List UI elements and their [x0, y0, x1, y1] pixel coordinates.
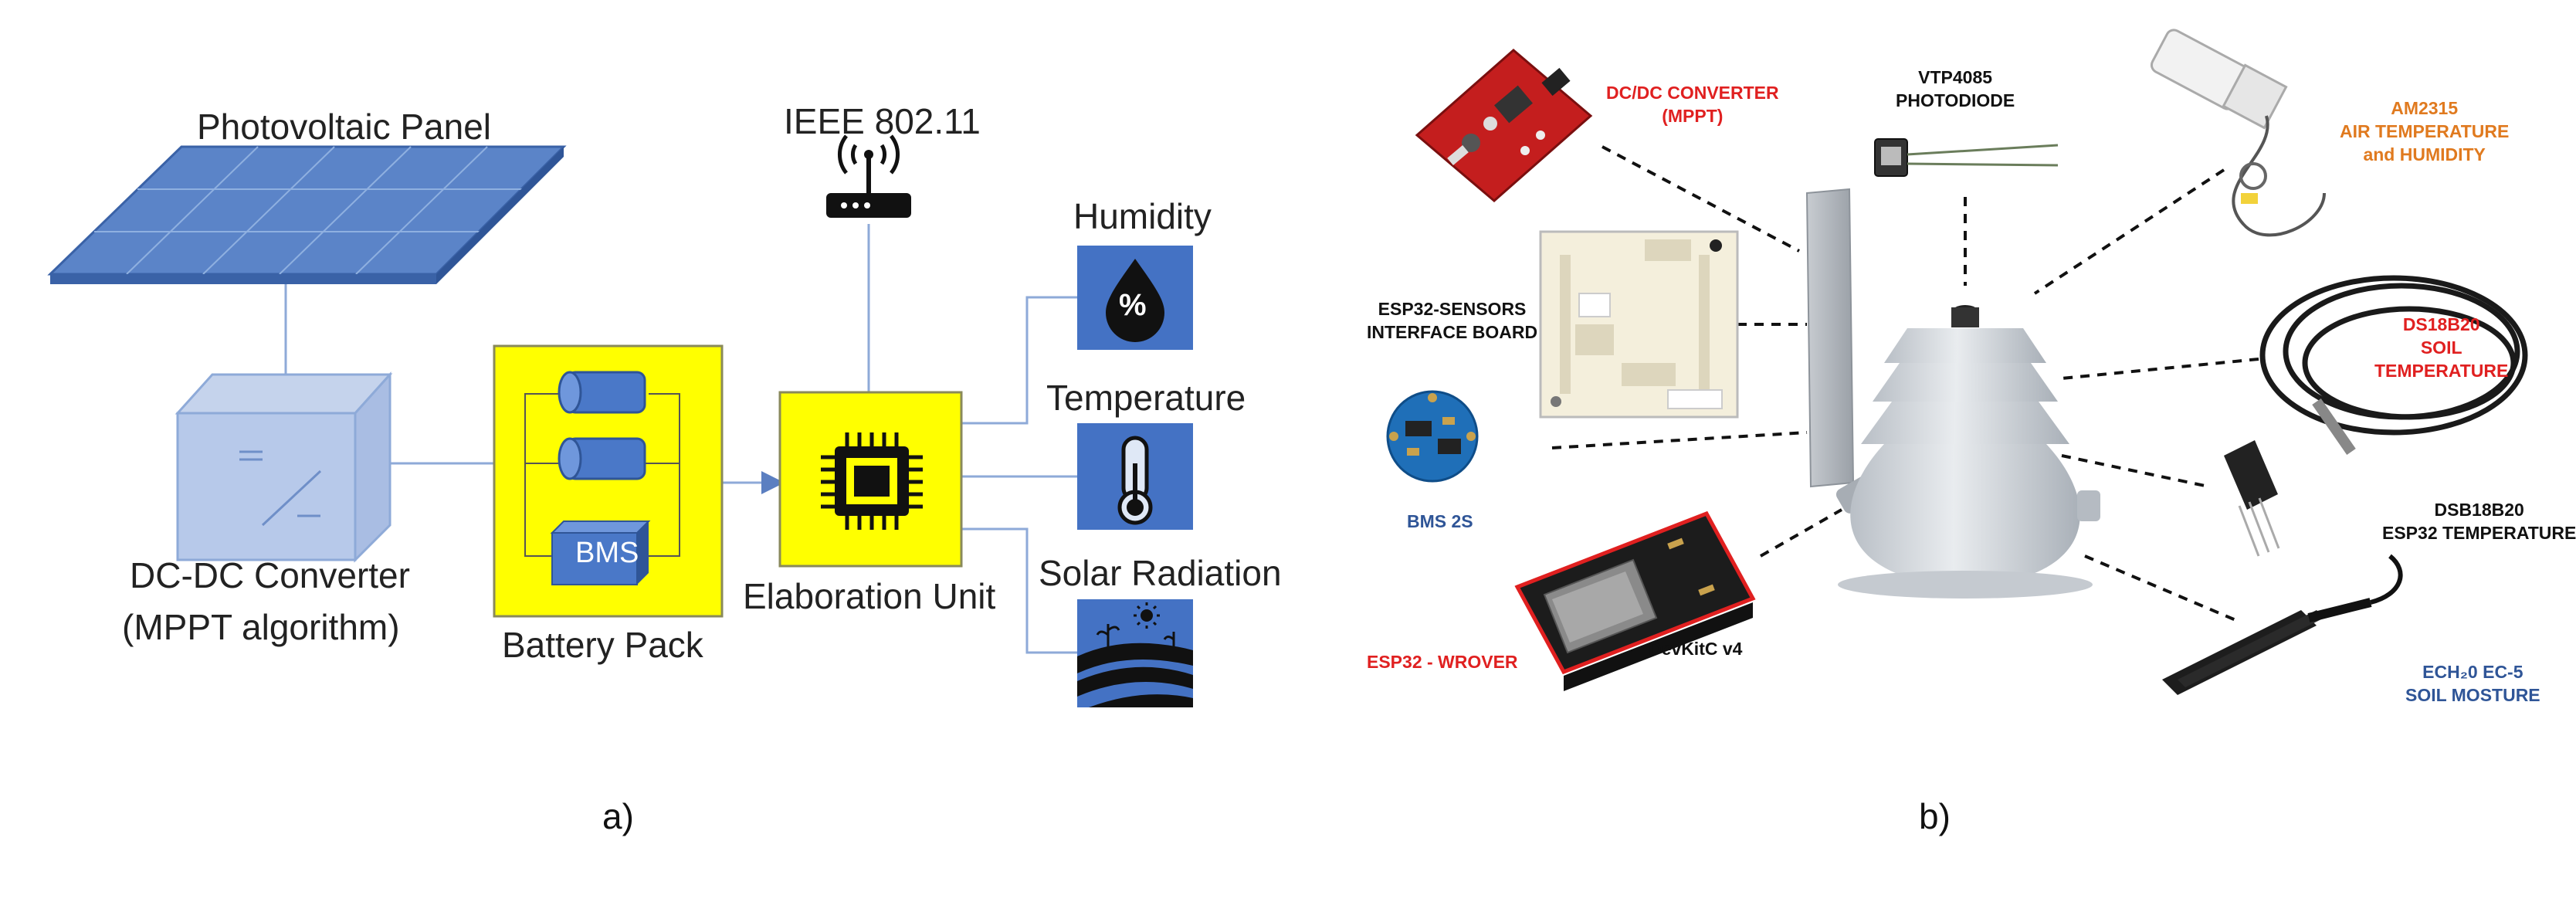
component-connectors: [1551, 145, 2259, 623]
bms-2s-label: BMS 2S: [1407, 511, 1473, 531]
dcdc-board-mppt-label: (MPPT): [1662, 106, 1724, 126]
dsb18b20-model-label: DSB18B20: [2434, 500, 2524, 520]
bms-board: [1386, 390, 1479, 483]
battery-pack-label: Battery Pack: [502, 625, 703, 665]
ds18b20-model-label: DS18B20: [2402, 314, 2480, 334]
weather-station: [1805, 188, 2100, 599]
photodiode-component: [1874, 138, 2059, 177]
dcdc-converter-board: [1415, 49, 1593, 202]
humidity-icon: [1077, 246, 1193, 350]
am2315-desc2-label: and HUMIDITY: [2363, 144, 2486, 164]
elaboration-unit-label: Elaboration Unit: [743, 576, 996, 616]
router-icon: [826, 134, 911, 218]
solar-field-icon: [1077, 599, 1193, 707]
thermometer-icon: [1077, 423, 1193, 530]
esp32-devkit-board: [1514, 510, 1756, 691]
battery-cell-top: [558, 371, 646, 414]
interface-board-label-2: INTERFACE BOARD: [1367, 322, 1538, 342]
photovoltaic-panel-label: Photovoltaic Panel: [197, 107, 492, 147]
diagram-connectors: [284, 224, 1077, 654]
chip-icon: [821, 432, 923, 530]
dsb18b20-desc-label: ESP32 TEMPERATURE: [2382, 523, 2576, 543]
dcdc-converter-label: DC-DC Converter: [130, 555, 410, 595]
interface-board-label: ESP32-SENSORS: [1378, 299, 1527, 319]
caption-b: b): [1919, 796, 1951, 836]
dcdc-converter-box: [175, 371, 393, 563]
interface-board: [1539, 230, 1739, 419]
esp32-wrover-label: ESP32 - WROVER: [1367, 652, 1518, 672]
dsb18b20-sensor: [2224, 440, 2280, 557]
bms-block: [550, 521, 651, 585]
ds18b20-temp-label: TEMPERATURE: [2374, 361, 2509, 381]
photodiode-model-label: VTP4085: [1918, 67, 1993, 87]
mppt-algorithm-label: (MPPT algorithm): [122, 607, 400, 647]
caption-a: a): [602, 796, 634, 836]
ech2o-soil-probe: [2162, 554, 2403, 695]
percent-symbol: %: [1119, 288, 1147, 322]
photodiode-label: PHOTODIODE: [1896, 90, 2015, 110]
ech2o-desc-label: SOIL MOSTURE: [2405, 685, 2540, 705]
elaboration-unit-box: [778, 391, 963, 568]
dcdc-board-label: DC/DC CONVERTER: [1606, 83, 1779, 103]
humidity-label: Humidity: [1073, 196, 1212, 236]
ech2o-model-label: ECH₂0 EC-5: [2422, 662, 2523, 682]
bms-label: BMS: [575, 537, 639, 569]
battery-cell-bottom: [558, 437, 646, 480]
am2315-model-label: AM2315: [2391, 98, 2459, 118]
devkit-label: DevKitC v4: [1649, 639, 1743, 659]
am2315-sensor: [2150, 29, 2326, 237]
temperature-label: Temperature: [1046, 378, 1246, 418]
battery-pack-box: [493, 344, 724, 618]
photovoltaic-panel: [47, 145, 567, 284]
ds18b20-soil-label: SOIL: [2420, 337, 2462, 358]
ds18b20-probe: [2259, 275, 2528, 455]
solar-radiation-label: Solar Radiation: [1039, 553, 1282, 593]
wifi-standard-label: IEEE 802.11: [784, 101, 981, 141]
am2315-desc-label: AIR TEMPERATURE: [2340, 121, 2510, 141]
